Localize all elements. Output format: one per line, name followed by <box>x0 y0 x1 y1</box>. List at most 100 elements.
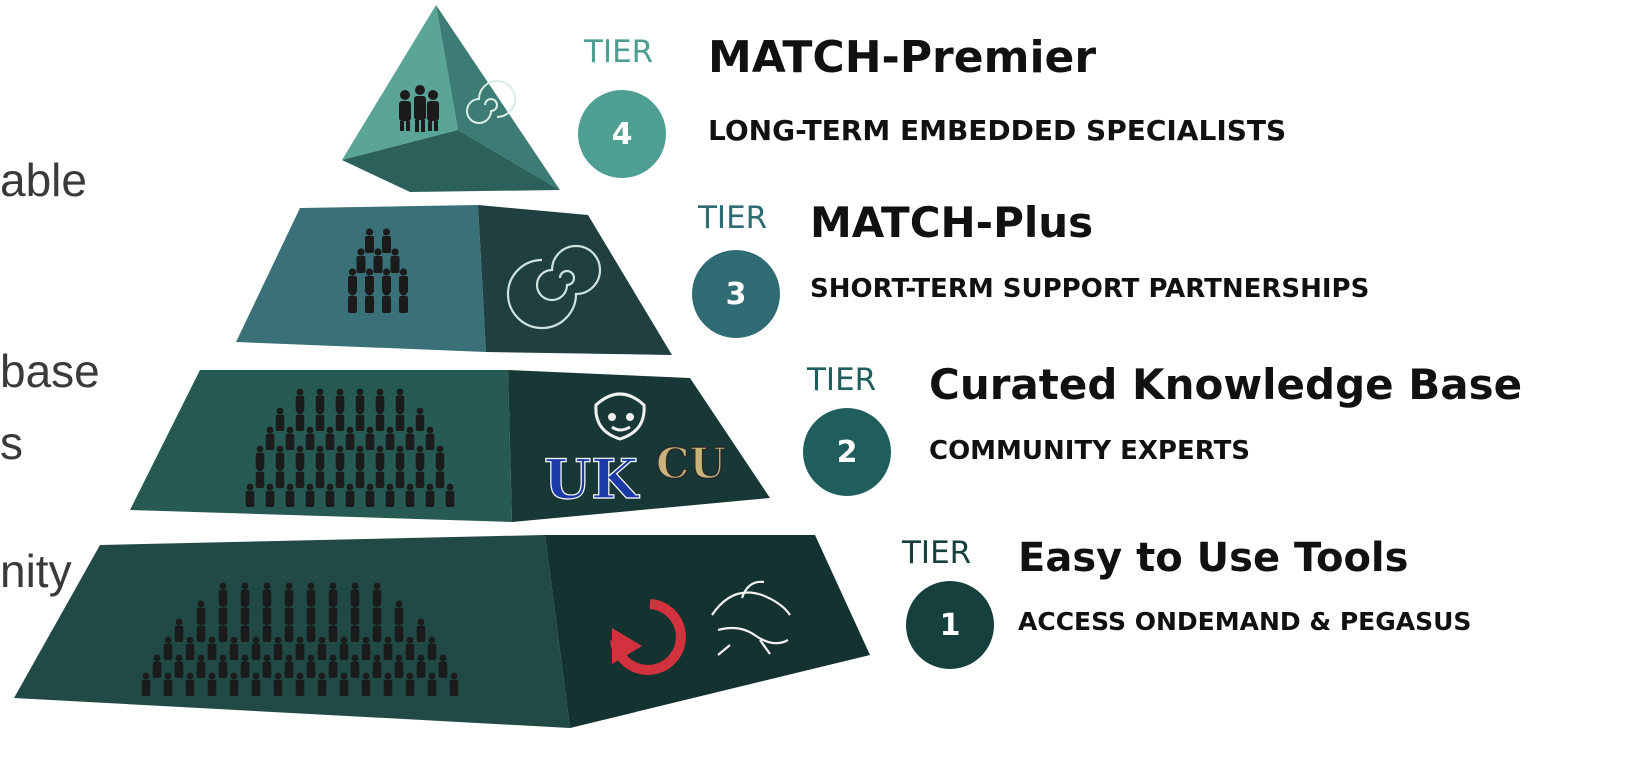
person-icon <box>219 618 227 626</box>
person-icon <box>263 600 271 608</box>
tier-number: 4 <box>611 116 633 152</box>
person-icon <box>406 426 414 434</box>
person-body-icon <box>141 679 151 696</box>
person-icon <box>318 672 326 680</box>
person-body-icon <box>365 490 375 507</box>
tier-title: Easy to Use Tools <box>1018 535 1409 581</box>
left-text-fragment-2: base <box>0 345 100 397</box>
person-icon <box>296 464 304 472</box>
person-icon <box>416 407 424 415</box>
person-body-icon <box>425 490 435 507</box>
person-body-icon <box>405 490 415 507</box>
tier-number-badge: 1 <box>906 581 994 669</box>
person-body-icon <box>163 643 173 660</box>
person-icon <box>362 672 370 680</box>
person-icon <box>316 464 324 472</box>
person-icon <box>230 636 238 644</box>
person-icon <box>351 654 359 662</box>
person-body-icon <box>438 661 448 678</box>
person-icon <box>395 618 403 626</box>
person-icon <box>365 228 374 236</box>
person-body-icon <box>361 643 371 660</box>
person-body-icon <box>350 625 360 642</box>
person-body-icon <box>365 236 374 253</box>
tier-number: 1 <box>939 607 961 643</box>
person-icon <box>318 636 326 644</box>
person-icon <box>285 600 293 608</box>
tier-number-badge: 4 <box>578 90 666 178</box>
person-icon <box>307 618 315 626</box>
person-body-icon <box>305 433 315 450</box>
person-body-icon <box>251 643 261 660</box>
person-body-icon <box>328 661 338 678</box>
person-body-icon <box>295 395 305 412</box>
person-icon <box>329 582 337 590</box>
person-body-icon <box>275 414 285 431</box>
person-icon <box>256 445 264 453</box>
person-icon <box>382 268 391 276</box>
person-icon <box>274 672 282 680</box>
people-crowd-icon <box>141 582 459 696</box>
person-body-icon <box>350 661 360 678</box>
person-body-icon <box>390 256 400 273</box>
left-text-fragment-1: able <box>0 154 87 206</box>
person-body-icon <box>255 452 265 469</box>
person-icon <box>384 636 392 644</box>
person-body-icon <box>315 395 325 412</box>
person-body-icon <box>375 471 385 488</box>
person-icon <box>316 388 324 396</box>
person-body-icon <box>275 452 285 469</box>
person-icon <box>241 582 249 590</box>
tier-word: TIER <box>698 200 768 236</box>
person-body-icon <box>415 471 425 488</box>
person-body-icon <box>365 296 374 313</box>
person-body-icon <box>265 490 275 507</box>
person-body-icon <box>335 452 345 469</box>
person-icon <box>296 445 304 453</box>
tier-word: TIER <box>807 362 877 398</box>
person-icon <box>241 600 249 608</box>
person-body-icon <box>196 625 206 642</box>
tier-subtitle: ACCESS ONDEMAND & PEGASUS <box>1018 607 1472 636</box>
left-text-fragment-3: s <box>0 417 23 469</box>
tier-1-label: TIER 1 Easy to Use Tools ACCESS ONDEMAND… <box>902 535 1642 669</box>
person-body-icon <box>275 471 285 488</box>
person-icon <box>373 600 381 608</box>
tier-number-badge: 2 <box>803 408 891 496</box>
person-icon <box>219 582 227 590</box>
person-body-icon <box>245 490 255 507</box>
tier-subtitle: COMMUNITY EXPERTS <box>929 436 1251 466</box>
tier-number-badge: 3 <box>692 250 780 338</box>
person-icon <box>417 618 425 626</box>
person-icon <box>336 407 344 415</box>
person-body-icon <box>394 625 404 642</box>
person-icon <box>426 483 434 491</box>
person-icon <box>336 464 344 472</box>
person-icon <box>436 464 444 472</box>
person-icon <box>307 582 315 590</box>
person-icon <box>446 483 454 491</box>
person-body-icon <box>295 471 305 488</box>
person-icon <box>241 618 249 626</box>
person-body-icon <box>265 433 275 450</box>
person-icon <box>340 672 348 680</box>
uk-logo-icon: UK <box>543 446 640 511</box>
person-icon <box>373 582 381 590</box>
person-icon <box>263 654 271 662</box>
person-body-icon <box>295 679 305 696</box>
pyramid-tier-2: UK CU <box>130 370 770 522</box>
tier-word: TIER <box>584 34 654 70</box>
person-body-icon <box>207 679 217 696</box>
person-body-icon <box>315 452 325 469</box>
person-body-icon <box>416 661 426 678</box>
person-icon <box>374 248 382 256</box>
person-icon <box>336 445 344 453</box>
person-icon <box>356 407 364 415</box>
person-body-icon <box>295 452 305 469</box>
person-body-icon <box>394 661 404 678</box>
tier-title: MATCH-Plus <box>810 198 1094 247</box>
person-body-icon <box>375 452 385 469</box>
person-icon <box>296 672 304 680</box>
person-icon <box>306 426 314 434</box>
person-body-icon <box>425 433 435 450</box>
